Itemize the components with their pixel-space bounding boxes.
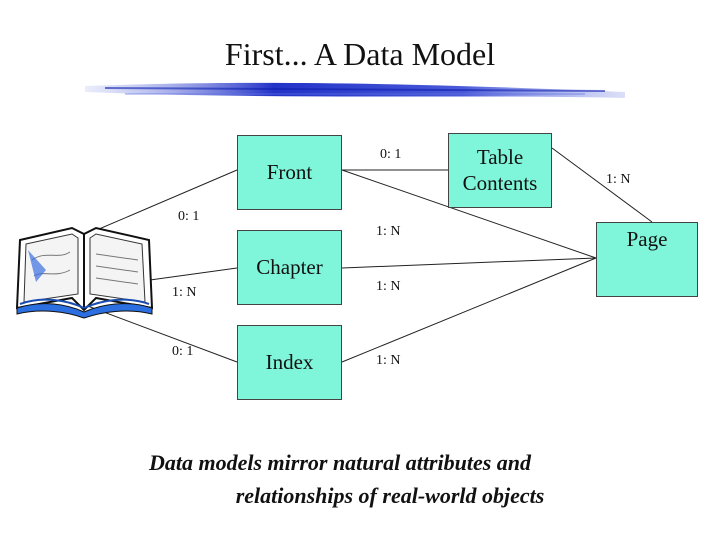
cardinality-book-front: 0: 1 [178, 209, 200, 224]
brush-stroke-underline [85, 82, 625, 98]
entity-index: Index [237, 325, 342, 400]
cardinality-book-chapter: 1: N [172, 285, 197, 300]
caption-line1: Data models mirror natural attributes an… [148, 450, 532, 475]
caption: Data models mirror natural attributes an… [0, 446, 720, 512]
cardinality-chapter-page: 1: N [376, 279, 401, 294]
book-icon [15, 226, 154, 319]
caption-line2: relationships of real-world objects [235, 483, 545, 508]
entity-page: Page [596, 222, 698, 297]
entity-table-contents-label-line1: Table [476, 145, 524, 170]
entity-chapter-label: Chapter [256, 254, 323, 279]
entity-page-label: Page [626, 226, 668, 251]
cardinality-table-page: 1: N [606, 172, 631, 187]
cardinality-front-page: 1: N [376, 224, 401, 239]
entity-index-label: Index [265, 349, 314, 374]
cardinality-book-index: 0: 1 [172, 344, 194, 359]
entity-front: Front [237, 135, 342, 210]
entity-chapter: Chapter [237, 230, 342, 305]
cardinality-front-table: 0: 1 [380, 147, 402, 162]
entity-table-contents: Table Contents [448, 133, 552, 208]
cardinality-index-page: 1: N [376, 353, 401, 368]
slide-title: First... A Data Model [224, 36, 496, 72]
entity-front-label: Front [266, 159, 313, 184]
entity-table-contents-label-line2: Contents [462, 170, 538, 195]
